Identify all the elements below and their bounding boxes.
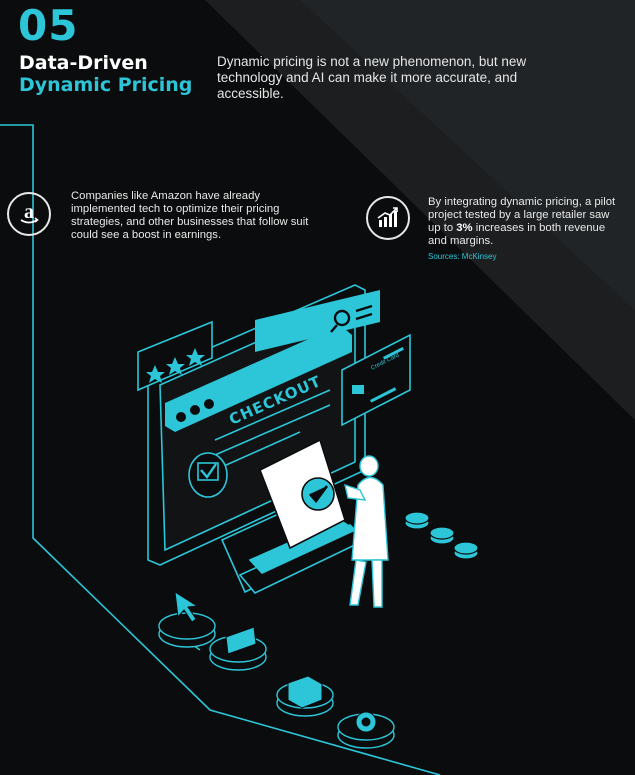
package-icon xyxy=(287,675,323,709)
growth-chart-icon xyxy=(366,196,410,240)
mckinsey-point-text: By integrating dynamic pricing, a pilot … xyxy=(428,196,616,247)
section-number: 05 xyxy=(18,1,79,50)
cursor-icon xyxy=(174,591,199,623)
highlight-value: 3% xyxy=(456,222,473,234)
card-payment-icon xyxy=(225,626,257,655)
coin-stack-illustration xyxy=(404,511,479,560)
amazon-logo-icon: a xyxy=(7,192,51,236)
source-note: Sources: McKinsey xyxy=(428,252,497,261)
amazon-point-text: Companies like Amazon have already imple… xyxy=(71,190,309,241)
checkout-monitor-illustration xyxy=(137,284,411,594)
connector-line xyxy=(0,124,441,775)
svg-text:a: a xyxy=(24,201,34,223)
section-title-line2: Dynamic Pricing xyxy=(19,74,193,96)
section-title-line1: Data-Driven xyxy=(19,52,148,74)
shopper-illustration xyxy=(344,455,389,608)
section-intro: Dynamic pricing is not a new phenomenon,… xyxy=(217,54,527,101)
